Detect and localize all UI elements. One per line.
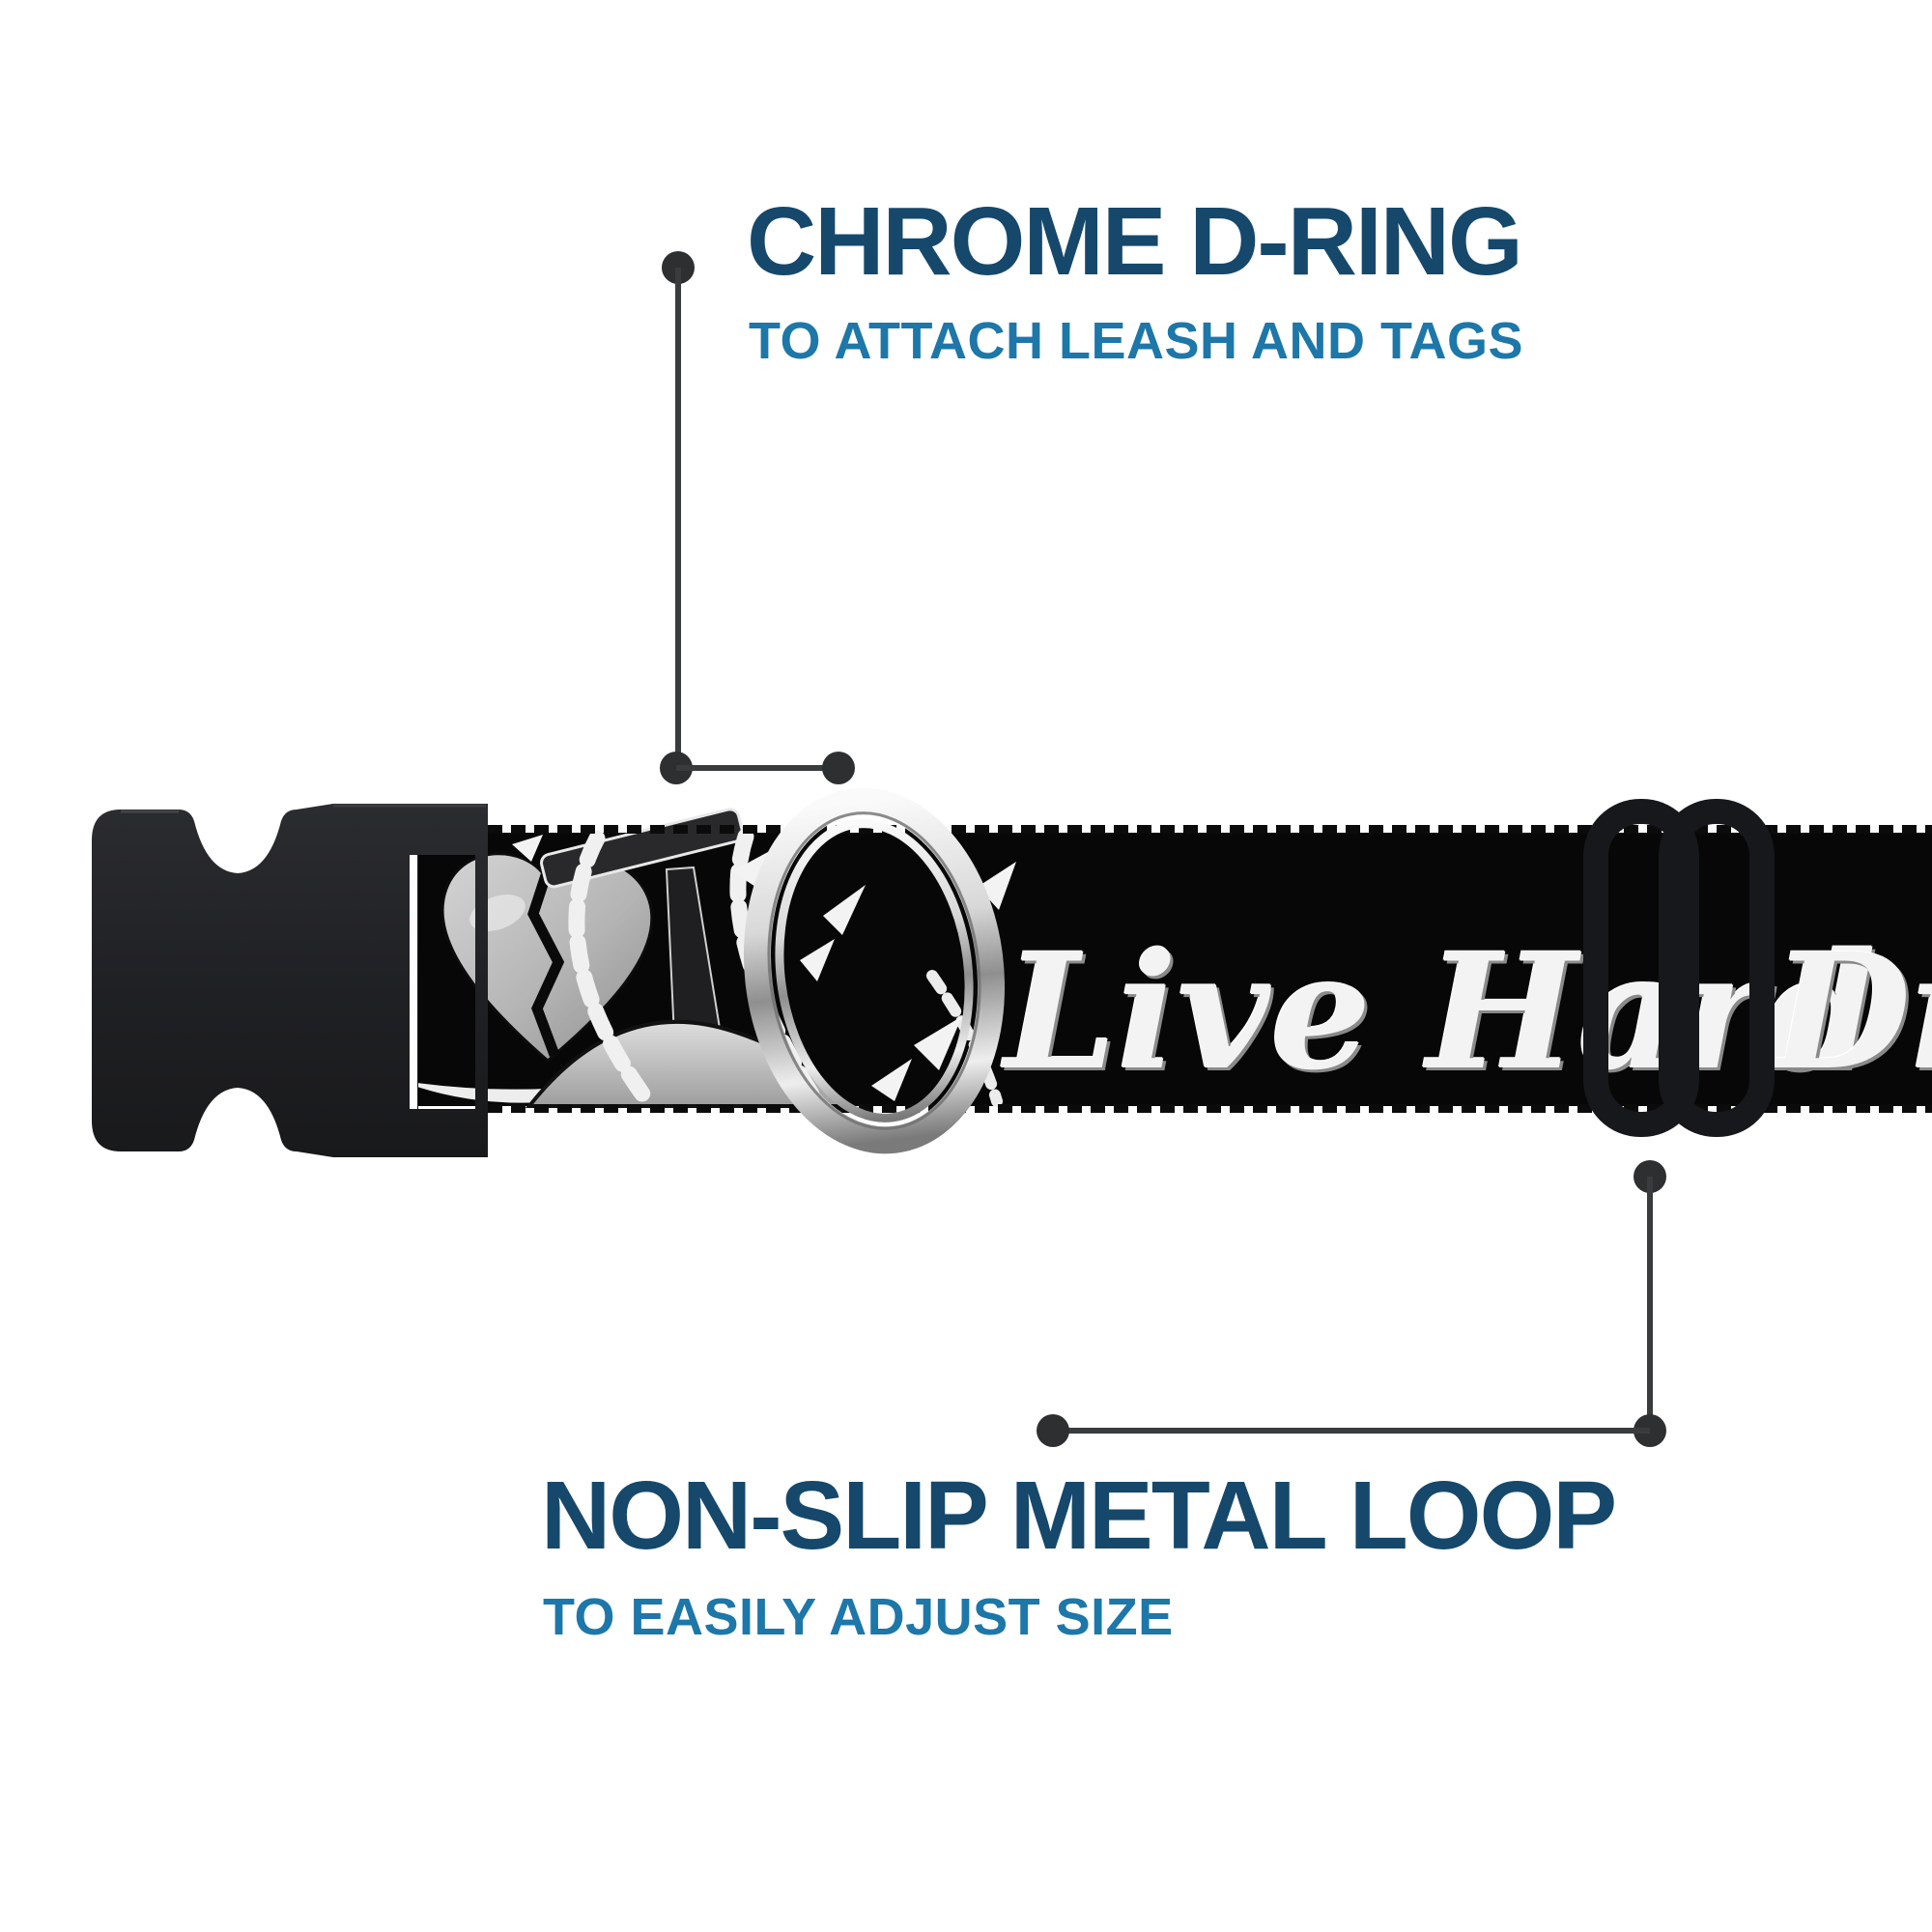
callout-line xyxy=(675,268,681,768)
rope-graphic xyxy=(568,830,658,1112)
loop-subtitle: TO EASILY ADJUST SIZE xyxy=(543,1588,1174,1646)
callout-line xyxy=(676,765,838,771)
blade-sliver-graphic xyxy=(398,1074,676,1103)
loop-title: NON-SLIP METAL LOOP xyxy=(541,1462,1617,1570)
strap-text-main: Live Hard xyxy=(1005,918,1877,1105)
callout-line xyxy=(1647,1177,1653,1431)
strap-text-partial: Di xyxy=(1773,918,1932,1105)
plastic-buckle xyxy=(92,804,488,1157)
callout-line xyxy=(1053,1428,1650,1434)
shard-graphics xyxy=(512,835,1016,1101)
strap-bottom-edge xyxy=(488,1104,1932,1113)
callout-dot xyxy=(1037,1414,1069,1447)
chrome-d-ring xyxy=(743,787,1006,1154)
strap-top-edge xyxy=(488,825,1932,834)
dring-subtitle: TO ATTACH LEASH AND TAGS xyxy=(749,312,1523,370)
callout-dot xyxy=(822,752,855,784)
dring-title: CHROME D-RING xyxy=(747,187,1523,296)
metal-loop-slider xyxy=(1583,799,1775,1137)
